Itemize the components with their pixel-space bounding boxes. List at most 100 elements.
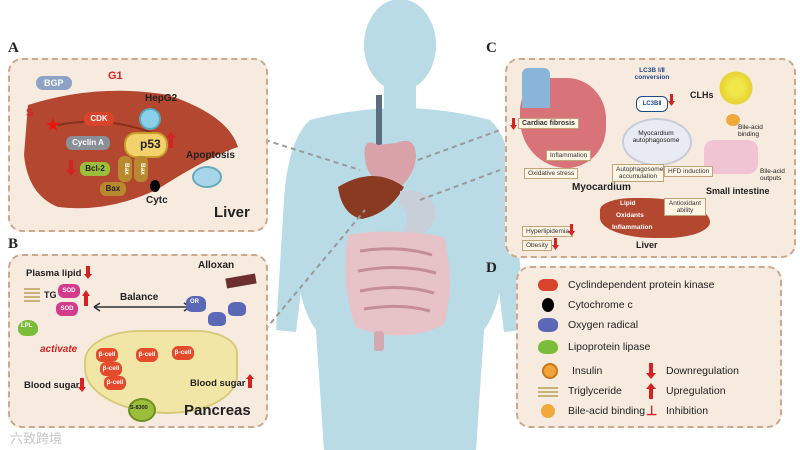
panel-d-legend: [516, 266, 782, 428]
cytc-label: Cytc: [146, 195, 168, 206]
oxidative-stress-box: Oxidative stress: [524, 168, 579, 179]
panel-a-letter: A: [8, 40, 19, 56]
panel-b-title: Pancreas: [184, 402, 251, 419]
legend-row-cdk: Cyclindependent protein kinase: [538, 276, 715, 294]
hyperlipidemia-box: Hyperlipidemia: [522, 226, 573, 237]
legend-text: Insulin: [572, 365, 603, 377]
watermark: 六致跨境: [10, 431, 63, 446]
panel-c-letter: C: [486, 40, 497, 56]
down-arrow-icon: [510, 118, 517, 130]
down-arrow-icon: [78, 378, 86, 392]
activate-label: activate: [40, 344, 78, 355]
lpl-icon: [538, 340, 558, 354]
legend-row-lpl: Lipoprotein lipase: [538, 338, 650, 356]
inflammation-box: Inflammation: [546, 150, 592, 161]
myocardium-autophagosome-label: Myocardium autophagosome: [632, 130, 680, 144]
oxygen-radical-icon: [228, 302, 246, 316]
bax-pill-3: Bax: [100, 182, 126, 196]
legend-text: Lipoprotein lipase: [568, 341, 651, 353]
beta-cell-pill-2: β-cell: [100, 362, 122, 376]
sod-pill-1: SOD: [58, 284, 80, 298]
obesity-box: Obesity: [522, 240, 553, 251]
hfd-induction-box: HFD induction: [664, 166, 714, 177]
balance-arrow: [93, 302, 191, 312]
bgp-label: BGP: [36, 76, 72, 90]
cytc-dot-icon: [150, 180, 160, 192]
legend-row-cytochrome: Cytochrome c: [538, 296, 633, 314]
legend-text: Cyclindependent protein kinase: [568, 279, 715, 291]
down-arrow-icon: [552, 238, 559, 250]
oxygen-radical-icon: [538, 318, 558, 332]
aorta-illustration: [522, 68, 550, 108]
panel-d-letter: D: [486, 260, 497, 276]
legend-text: Inhibition: [666, 405, 709, 417]
bile-acid-icon: [726, 114, 740, 126]
up-arrow-icon: [166, 132, 176, 148]
triglyceride-icon: [24, 288, 40, 302]
hepg2-label: HepG2: [145, 93, 178, 104]
down-arrow-icon: [84, 266, 92, 279]
tg-label: TG: [44, 290, 57, 300]
blood-sugar-right-label: Blood sugar: [190, 378, 246, 389]
down-arrow-icon: [66, 160, 76, 176]
lipid-label: Lipid: [620, 200, 636, 207]
lc3-conversion-label: LC3B Ⅰ/Ⅱ conversion: [634, 67, 670, 81]
oxidants-label: Oxidants: [616, 212, 644, 219]
myocardium-label: Myocardium: [572, 182, 631, 193]
lpl-label: LPL: [21, 323, 33, 329]
up-arrow-icon: [646, 383, 656, 399]
bile-acid-outputs-label: Bile-acid outputs: [760, 168, 785, 182]
apoptosis-label: Apoptosis: [186, 150, 235, 161]
legend-text: Cytochrome c: [568, 299, 633, 311]
blood-sugar-left-label: Blood sugar: [24, 380, 80, 391]
beta-cell-pill-1: β-cell: [96, 348, 118, 362]
bile-acid-icon: [541, 404, 555, 418]
antioxidant-ability-box: Antioxidant ability: [664, 198, 706, 216]
cdk-pill: CDK: [84, 112, 114, 126]
legend-list: Cyclindependent protein kinase Cytochrom…: [516, 266, 778, 424]
hepg2-cell-icon: [139, 108, 161, 130]
beta-cell-pill-4: β-cell: [136, 348, 158, 362]
beta-cell-pill-3: β-cell: [104, 376, 126, 390]
cytochrome-icon: [542, 298, 554, 312]
legend-text: Oxygen radical: [568, 319, 639, 331]
g1-label: G1: [108, 70, 123, 82]
liver-c-label: Liver: [636, 240, 658, 250]
plasma-lipid-label: Plasma lipid: [26, 268, 82, 279]
oxygen-radical-icon: [186, 296, 206, 312]
panel-a-title: Liver: [214, 204, 250, 221]
internal-organs: [338, 95, 450, 351]
s-phase-label: S: [26, 107, 34, 119]
legend-row-triglyceride: Triglyceride: [538, 382, 622, 400]
cdk-icon: [538, 279, 558, 291]
legend-text: Bile-acid binding: [568, 405, 646, 417]
sod-pill-2: SOD: [56, 302, 78, 316]
up-arrow-icon: [246, 374, 254, 388]
oxygen-radical-icon: [208, 312, 226, 326]
down-arrow-icon: [568, 224, 575, 236]
legend-text: Upregulation: [666, 385, 726, 397]
legend-row-insulin: Insulin: [538, 362, 602, 380]
legend-row-inhibition: ⊥ Inhibition: [646, 402, 708, 420]
lpl-icon: [18, 320, 38, 336]
legend-row-bile-acid: Bile-acid binding: [538, 402, 645, 420]
stomach-shape: [400, 190, 436, 235]
up-arrow-icon: [82, 290, 90, 306]
lc3-ii-pill: LC3BⅡ: [636, 96, 668, 112]
down-arrow-icon: [668, 94, 675, 106]
legend-row-oxygen: Oxygen radical: [538, 316, 638, 334]
legend-row-up: Upregulation: [646, 382, 726, 400]
or-label: OR: [190, 299, 199, 305]
autophagosome-accumulation-box: Autophagosome accumulation: [612, 164, 664, 182]
alloxan-label: Alloxan: [198, 260, 235, 271]
bax-pill-2: Bax: [134, 156, 148, 182]
p53-label: p53: [140, 137, 161, 151]
balance-label: Balance: [120, 292, 159, 303]
legend-text: Downregulation: [666, 365, 739, 377]
apoptotic-cell-icon: [192, 166, 222, 188]
bax-pill-1: Bax: [118, 156, 132, 182]
down-arrow-icon: [646, 363, 656, 379]
triglyceride-icon: [538, 385, 558, 397]
clhs-cluster-icon: [716, 70, 756, 106]
